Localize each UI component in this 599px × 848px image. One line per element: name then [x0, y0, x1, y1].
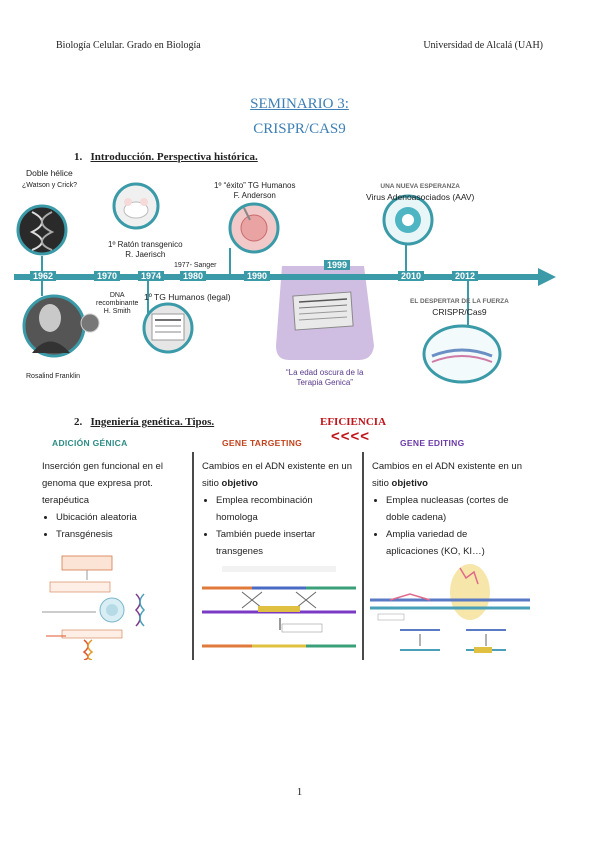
column-divider-2 [362, 452, 364, 660]
label-doble-helice: Doble hélice [26, 168, 73, 178]
col-targeting-description: Cambios en el ADN existente en un sitio … [202, 461, 352, 489]
editing-diagram [370, 564, 530, 653]
label-exito-tg: 1º “éxito” TG Humanos F. Anderson [214, 181, 296, 200]
label-raton-transgenico: 1º Ratón transgenico R. Jaerisch [108, 240, 183, 259]
timeline-graphic [14, 182, 556, 384]
year-1962: 1962 [30, 271, 57, 281]
year-2010: 2010 [398, 271, 425, 281]
col-adicion-description: Inserción gen funcional en el genoma que… [42, 461, 163, 506]
col-adicion-text: Inserción gen funcional en el genoma que… [42, 458, 184, 543]
targeting-diagram [202, 566, 356, 648]
history-timeline: Doble hélice ¿Watson y Crick? Rosalind F… [14, 168, 586, 398]
page-subtitle: CRISPR/CAS9 [253, 121, 346, 137]
label-edad-oscura: “La edad oscura de la Terapia Genica” [286, 368, 364, 387]
col-editing-bullet: Emplea nucleasas (cortes de doble cadena… [386, 492, 522, 526]
column-divider-1 [192, 452, 194, 660]
col-editing-text: Cambios en el ADN existente en un sitio … [372, 458, 522, 560]
label-sanger: 1977- Sanger [174, 262, 217, 269]
label-rosalind: Rosalind Franklin [26, 373, 81, 380]
eficiencia-label: EFICIENCIA [320, 416, 387, 428]
section2-heading: 2. Ingeniería genética. Tipos. [74, 416, 215, 428]
eficiencia-arrows: <<<< [331, 428, 371, 445]
label-nueva-esperanza: UNA NUEVA ESPERANZA Virus Adenoasociados… [366, 183, 475, 202]
col-adicion-bullet: Transgénesis [56, 526, 184, 543]
year-1974: 1974 [138, 271, 165, 281]
col-targeting-text: Cambios en el ADN existente en un sitio … [202, 458, 356, 560]
year-1999: 1999 [324, 260, 351, 270]
adicion-diagram [42, 555, 146, 660]
label-despertar-fuerza: EL DESPERTAR DE LA FUERZA CRISPR/Cas9 [410, 298, 509, 317]
col-adicion-bullet: Ubicación aleatoria [56, 509, 184, 526]
col-editing-bullet: Amplia variedad de aplicaciones (KO, KI…… [386, 526, 522, 560]
col-adicion-heading: ADICIÓN GÉNICA [52, 438, 128, 448]
col-targeting-bullet: También puede insertar transgenes [216, 526, 356, 560]
label-watson-crick: ¿Watson y Crick? [22, 182, 77, 189]
year-2012: 2012 [452, 271, 479, 281]
label-tg-legal: 1º TG Humanos (legal) [144, 292, 231, 302]
col-targeting-heading: GENE TARGETING [222, 438, 303, 448]
label-dna-recombinante: DNA recombinante H. Smith [96, 292, 139, 315]
col-targeting-bullet: Emplea recombinación homologa [216, 492, 356, 526]
year-1980: 1980 [180, 271, 207, 281]
col-editing-description: Cambios en el ADN existente en un sitio … [372, 461, 522, 489]
year-1990: 1990 [244, 271, 271, 281]
col-editing-heading: GENE EDITING [400, 438, 465, 448]
page-title: SEMINARIO 3: [250, 96, 349, 112]
page-number: 1 [296, 786, 303, 798]
year-1970: 1970 [94, 271, 121, 281]
section1-heading: 1. Introducción. Perspectiva histórica. [74, 151, 258, 163]
header-right: Universidad de Alcalá (UAH) [423, 40, 543, 51]
header-left: Biología Celular. Grado en Biología [56, 40, 201, 51]
